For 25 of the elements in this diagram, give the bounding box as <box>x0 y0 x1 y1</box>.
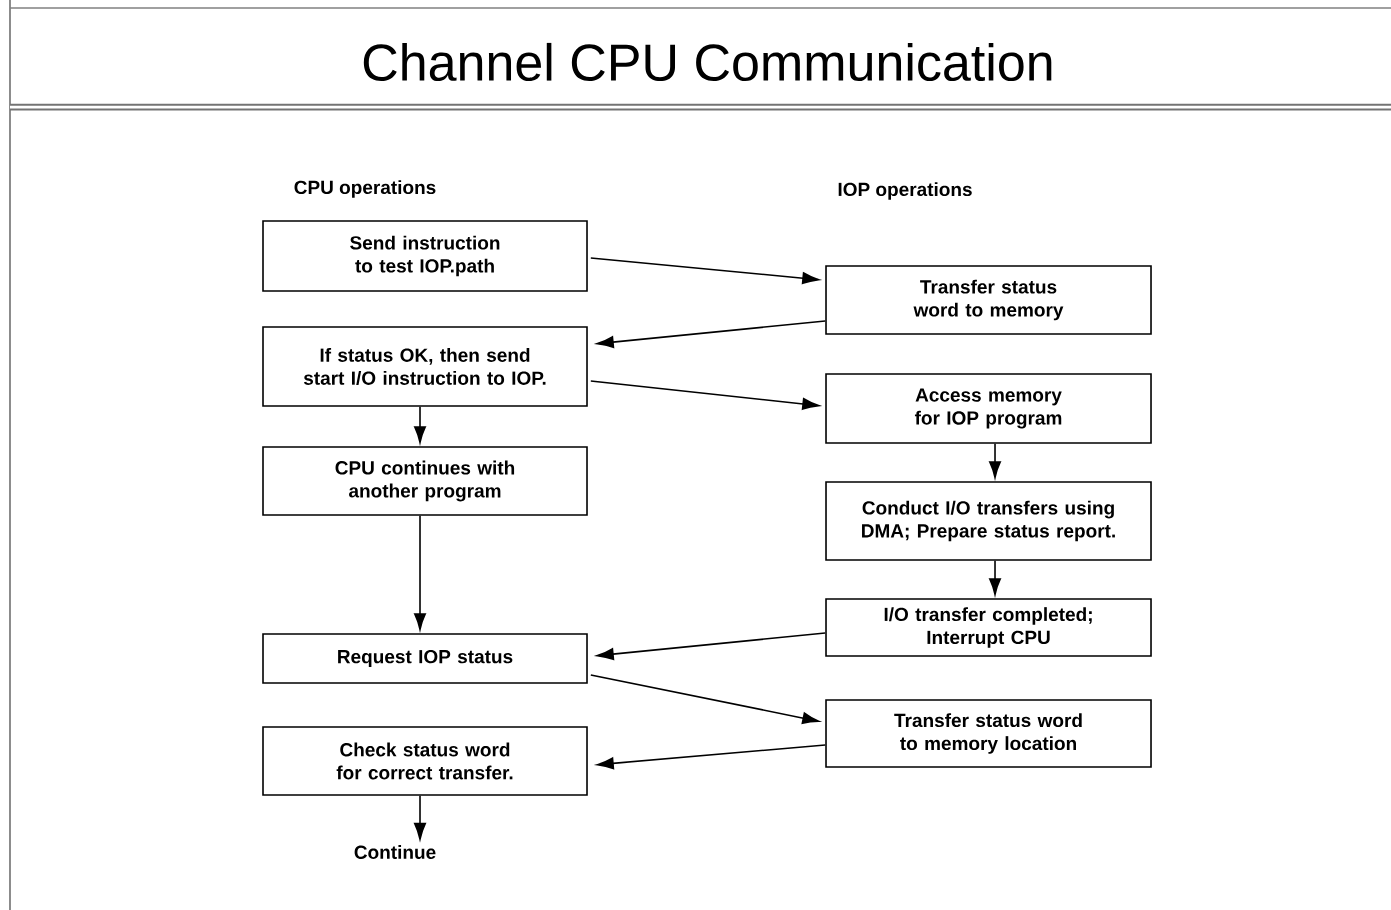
process-box: CPU continues with another program <box>262 446 588 516</box>
slide-title: Channel CPU Communication <box>363 42 1052 82</box>
process-box: Request IOP status <box>262 633 588 684</box>
arrow <box>596 632 826 661</box>
arrow <box>596 744 826 770</box>
process-box: Check status word for correct transfer. <box>262 726 588 796</box>
column-heading: IOP operations <box>838 182 972 200</box>
arrow <box>414 515 426 631</box>
process-box: Transfer status word to memory location <box>825 699 1152 768</box>
process-box: Access memory for IOP program <box>825 373 1152 444</box>
arrow <box>590 380 820 410</box>
arrow <box>989 443 1001 479</box>
column-heading: CPU operations <box>294 180 436 198</box>
arrow <box>590 257 820 285</box>
end-text: Continue <box>354 845 436 859</box>
arrow <box>590 674 820 725</box>
process-box: Transfer status word to memory <box>825 265 1152 335</box>
arrow <box>596 320 826 349</box>
arrow <box>989 560 1001 596</box>
process-box: I/O transfer completed; Interrupt CPU <box>825 598 1152 657</box>
arrow <box>414 406 426 444</box>
process-box: If status OK, then send start I/O instruction to IOP. <box>262 326 588 407</box>
process-box: Conduct I/O transfers using DMA; Prepare status report. <box>825 481 1152 561</box>
arrow <box>414 795 426 840</box>
process-box: Send instruction to test IOP.path <box>262 220 588 292</box>
